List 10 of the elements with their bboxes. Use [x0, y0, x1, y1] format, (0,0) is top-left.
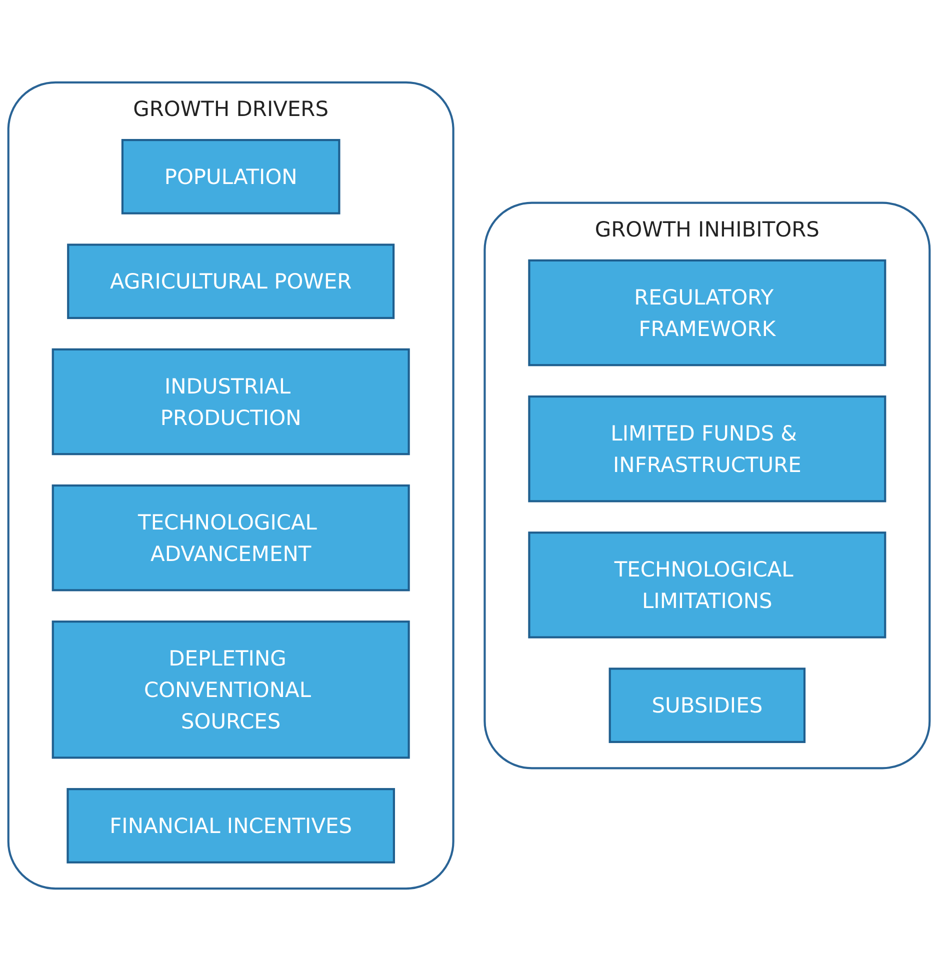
factor-box: INDUSTRIAL PRODUCTION	[52, 348, 410, 456]
factor-box: POPULATION	[121, 138, 340, 214]
factor-box: TECHNOLOGICAL ADVANCEMENT	[52, 484, 410, 592]
factor-box: FINANCIAL INCENTIVES	[66, 788, 395, 864]
factor-box: TECHNOLOGICAL LIMITATIONS	[528, 532, 886, 638]
factor-box: AGRICULTURAL POWER	[67, 244, 395, 320]
factor-box: SUBSIDIES	[608, 668, 806, 744]
factor-box: LIMITED FUNDS & INFRASTRUCTURE	[528, 395, 886, 502]
factor-box: DEPLETING CONVENTIONAL SOURCES	[52, 620, 410, 759]
factor-box: REGULATORY FRAMEWORK	[528, 259, 886, 366]
